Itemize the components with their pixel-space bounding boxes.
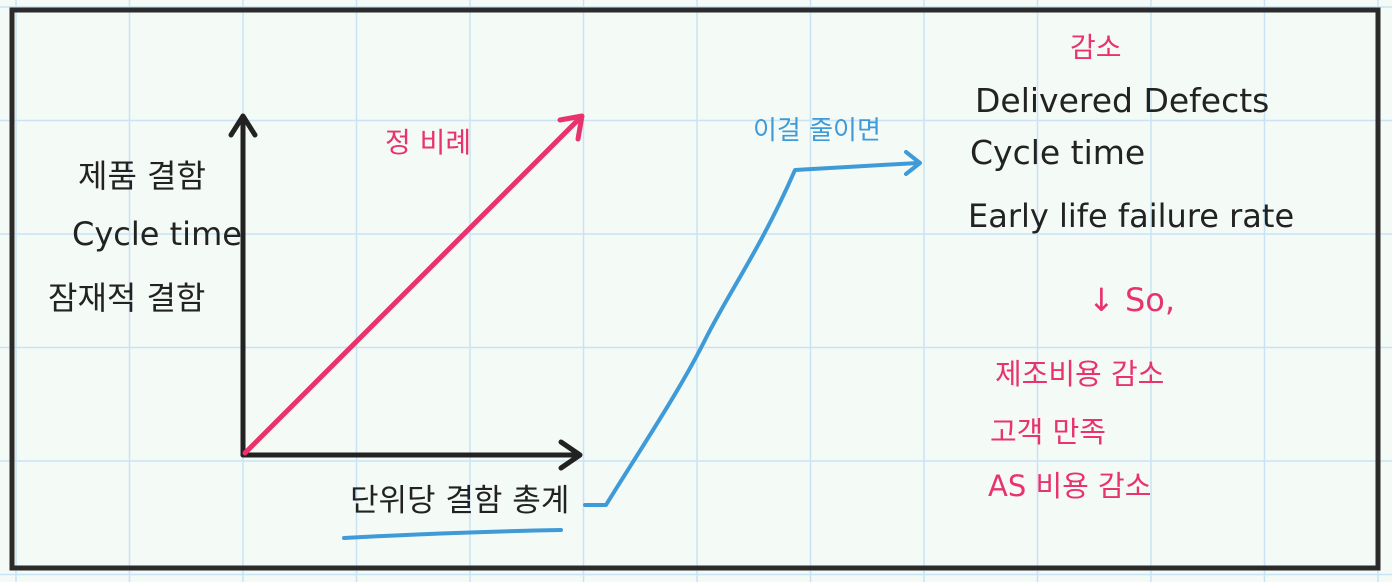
so-label: ↓ So, (1088, 281, 1176, 319)
reduction-path (583, 161, 920, 507)
frame-border (9, 7, 1381, 571)
result-manufacturing-cost: 제조비용 감소 (995, 357, 1165, 391)
reduction-label: 이걸 줄이면 (753, 116, 881, 146)
item-early-life-failure-rate: Early life failure rate (968, 197, 1295, 235)
result-customer-satisfaction: 고객 만족 (990, 415, 1106, 449)
left-label-cycle-time: Cycle time (72, 215, 242, 253)
proportional-line (242, 115, 583, 456)
y-axis-arrowhead (228, 113, 258, 138)
left-label-product-defects: 제품 결함 (78, 157, 206, 195)
x-axis-label: 단위당 결함 총계 (350, 483, 570, 519)
proportional-line-arrowhead (557, 113, 585, 142)
x-axis-arrowhead (558, 439, 583, 471)
item-cycle-time: Cycle time (970, 133, 1146, 172)
left-label-latent-defects: 잠재적 결함 (48, 279, 206, 317)
x-label-underline (342, 528, 563, 540)
reduction-path-arrowhead (904, 150, 922, 176)
item-delivered-defects: Delivered Defects (975, 81, 1270, 120)
proportional-label: 정 비례 (385, 126, 472, 159)
result-as-cost: AS 비용 감소 (988, 469, 1152, 503)
decrease-heading: 감소 (1070, 31, 1122, 64)
